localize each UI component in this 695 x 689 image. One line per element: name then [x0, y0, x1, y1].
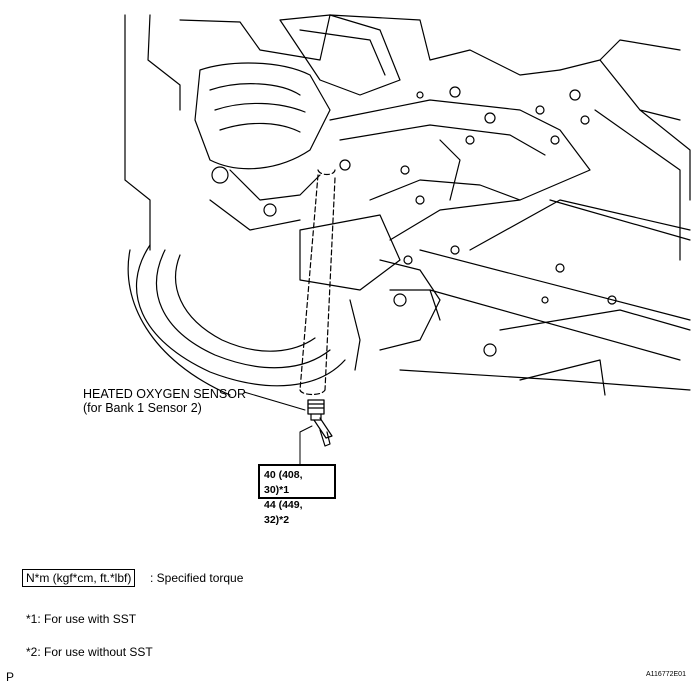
- note-with-sst: *1: For use with SST: [26, 612, 137, 626]
- footer-mark: P: [6, 670, 15, 684]
- torque-spec-box: 40 (408, 30)*1 44 (449, 32)*2: [258, 464, 336, 526]
- underbody-frame: [124, 14, 691, 396]
- leader-lines: [243, 391, 313, 465]
- component-label-line1: HEATED OXYGEN SENSOR: [83, 387, 246, 401]
- bolts: [339, 86, 617, 357]
- oxygen-sensor-icon: [307, 399, 333, 447]
- engine-block: [194, 14, 401, 231]
- component-label-line2: (for Bank 1 Sensor 2): [83, 401, 202, 415]
- sensor-removal-path: [299, 169, 336, 396]
- note-without-sst: *2: For use without SST: [26, 645, 153, 659]
- wheel-tire: [127, 244, 346, 396]
- torque-with-sst: 40 (408, 30)*1: [264, 469, 303, 496]
- sub-frame: [299, 99, 591, 371]
- legend-description: : Specified torque: [150, 571, 244, 585]
- component-label: HEATED OXYGEN SENSOR (for Bank 1 Sensor …: [83, 387, 246, 415]
- figure-id: A116772E01: [646, 671, 686, 678]
- torque-without-sst: 44 (449, 32)*2: [264, 499, 303, 526]
- torque-unit-legend-box: N*m (kgf*cm, ft.*lbf): [22, 569, 136, 587]
